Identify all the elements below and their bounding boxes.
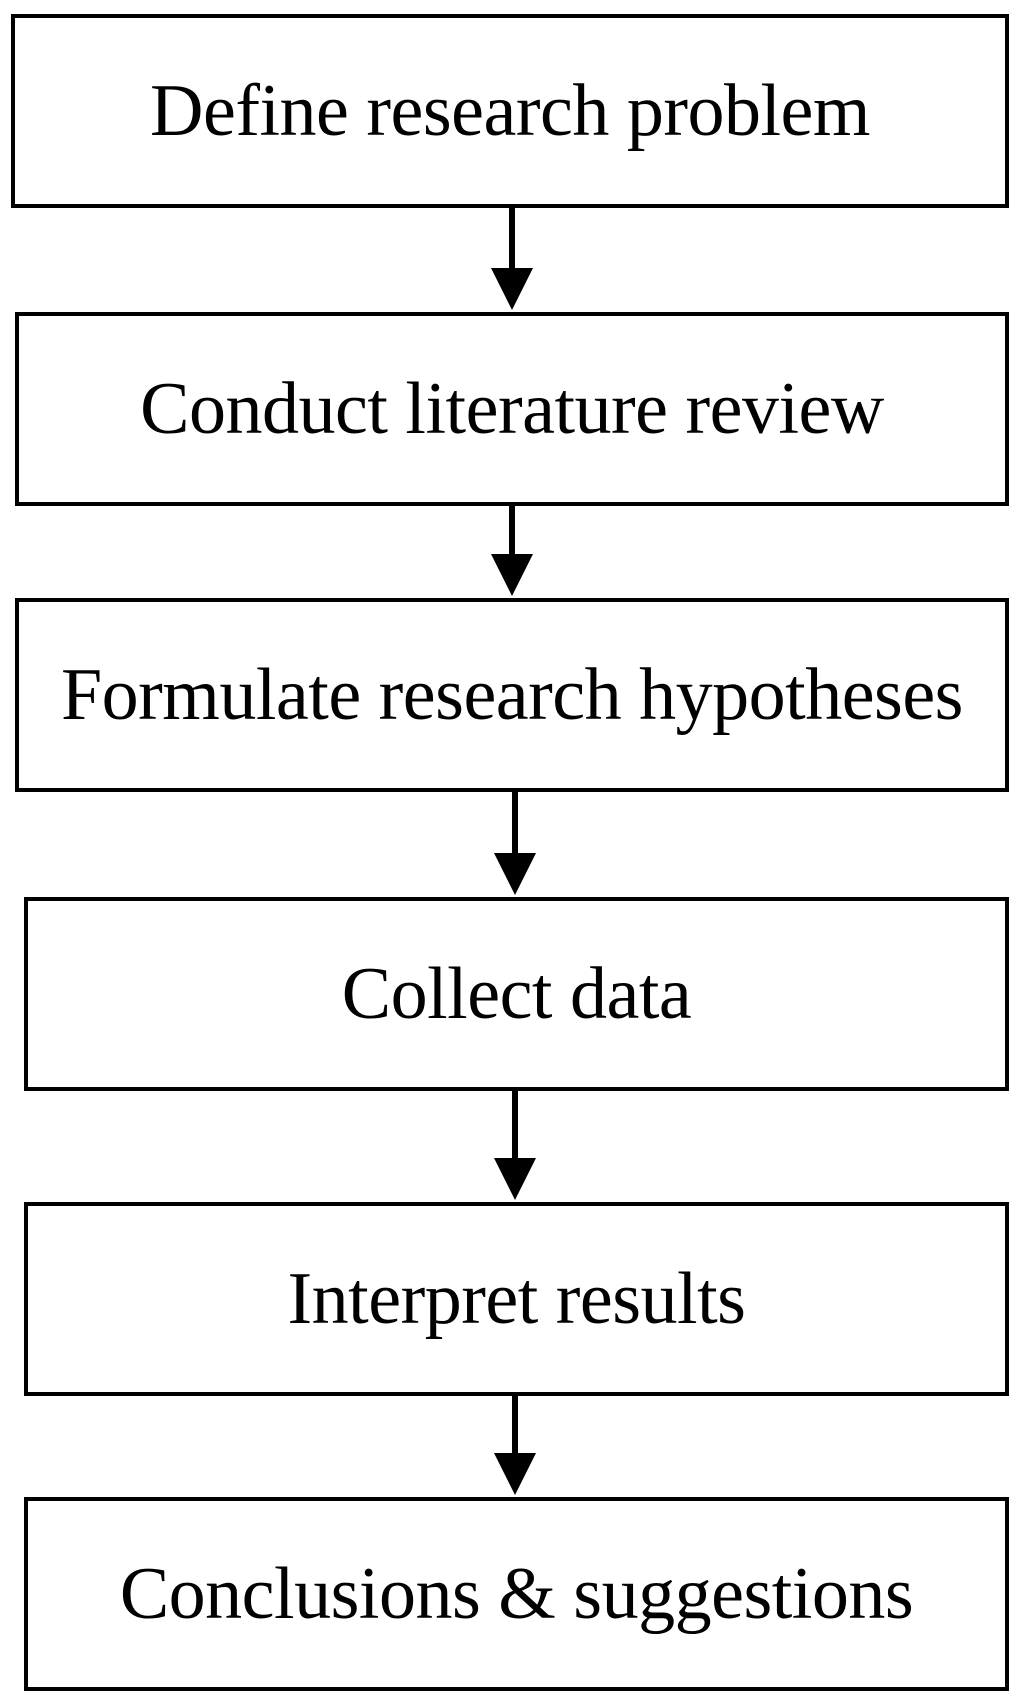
step-label: Interpret results — [287, 1258, 746, 1340]
step-formulate-research-hypotheses: Formulate research hypotheses — [15, 598, 1009, 792]
arrow-2-to-3 — [491, 506, 533, 596]
step-label: Collect data — [341, 953, 692, 1035]
arrow-4-to-5 — [494, 1091, 536, 1200]
step-label: Conduct literature review — [140, 368, 884, 450]
arrow-3-to-4 — [494, 792, 536, 895]
arrow-5-to-6 — [494, 1396, 536, 1495]
step-conduct-literature-review: Conduct literature review — [15, 312, 1009, 506]
step-conclusions-suggestions: Conclusions & suggestions — [24, 1497, 1009, 1691]
step-label: Define research problem — [150, 70, 870, 152]
step-define-research-problem: Define research problem — [11, 14, 1009, 208]
step-label: Conclusions & suggestions — [119, 1553, 914, 1635]
arrow-1-to-2 — [491, 208, 533, 310]
step-collect-data: Collect data — [24, 897, 1009, 1091]
step-interpret-results: Interpret results — [24, 1202, 1009, 1396]
step-label: Formulate research hypotheses — [61, 654, 963, 736]
